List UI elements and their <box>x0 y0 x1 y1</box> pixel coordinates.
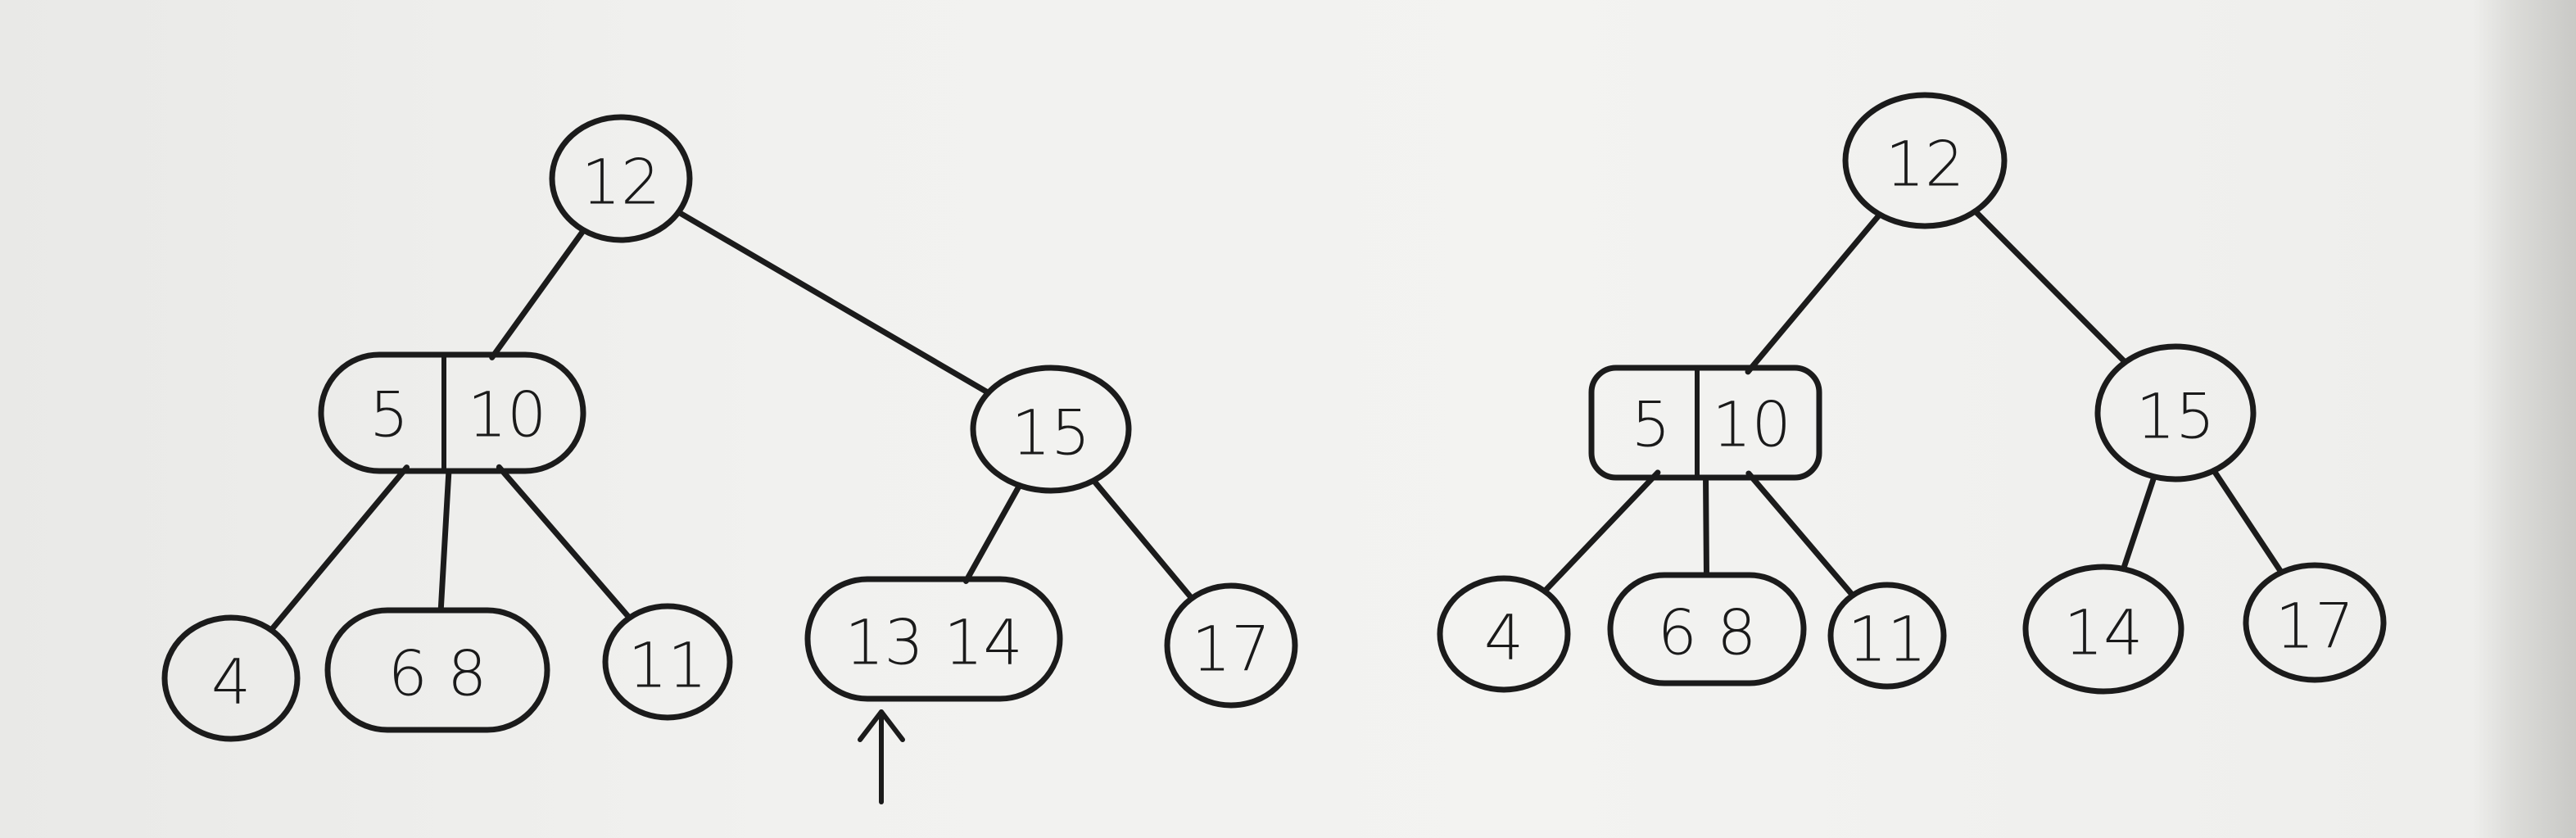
node-key: 10 <box>468 378 547 451</box>
node-leaf-5: 17 <box>1164 582 1298 709</box>
tree-2: 12 5 10 15 4 6 8 11 14 17 <box>1437 92 2387 695</box>
edge-left-to-leaf-2 <box>1703 474 1709 578</box>
node-key: 13 14 <box>844 606 1023 679</box>
node-outline <box>602 603 733 721</box>
node-key: 11 <box>628 629 708 702</box>
node-outline <box>324 607 550 733</box>
node-outline <box>1164 582 1298 709</box>
node-right: 15 <box>970 365 1132 494</box>
node-right: 15 <box>2094 343 2257 482</box>
edge-left-to-leaf-2 <box>437 468 452 614</box>
arrow-up-icon <box>858 709 905 804</box>
node-root: 12 <box>549 114 693 243</box>
edge-right-to-leaf-5 <box>1090 478 1195 601</box>
node-key: 10 <box>1712 388 1791 461</box>
tree-1: 12 5 10 15 4 6 8 11 13 14 17 <box>161 114 1298 804</box>
edge-right-to-leaf-4 <box>2120 473 2157 573</box>
node-leaf-1: 4 <box>1437 575 1571 693</box>
node-key: 17 <box>2275 590 2355 663</box>
edge-left-to-leaf-3 <box>496 464 632 621</box>
node-key: 6 8 <box>388 637 487 710</box>
node-key: 12 <box>582 146 661 219</box>
node-key: 15 <box>2136 380 2216 453</box>
node-leaf-5: 17 <box>2243 562 2387 683</box>
node-left: 5 10 <box>318 351 586 474</box>
node-left: 5 10 <box>1588 365 1822 481</box>
edge-left-to-leaf-1 <box>268 464 410 633</box>
node-key: 14 <box>2064 596 2144 669</box>
node-outline <box>1437 575 1571 693</box>
node-outline <box>2243 562 2387 683</box>
node-key: 12 <box>1886 128 1965 201</box>
node-key: 5 <box>1631 388 1670 461</box>
node-key: 15 <box>1012 396 1091 469</box>
node-root: 12 <box>1842 92 2008 229</box>
edge-right-to-leaf-5 <box>2211 467 2284 576</box>
edge-right-to-leaf-4 <box>962 482 1023 584</box>
node-leaf-1: 4 <box>161 614 301 742</box>
node-leaf-4: 13 14 <box>804 576 1063 702</box>
edge-root-to-left <box>489 227 587 360</box>
node-key: 4 <box>1484 601 1523 674</box>
node-outline <box>1607 572 1807 686</box>
node-outline <box>2094 343 2257 482</box>
node-key: 17 <box>1192 613 1271 686</box>
node-outline <box>318 351 586 474</box>
edge-left-to-leaf-3 <box>1745 470 1856 599</box>
node-leaf-4: 14 <box>2022 564 2184 695</box>
node-leaf-3: 11 <box>602 603 733 721</box>
node-outline <box>1827 582 1947 690</box>
node-outline <box>549 114 693 243</box>
edge-root-to-right <box>675 209 992 396</box>
node-outline <box>1588 365 1822 481</box>
node-leaf-3: 11 <box>1827 582 1947 690</box>
node-key: 11 <box>1848 603 1927 676</box>
node-key: 6 8 <box>1658 596 1757 669</box>
node-key: 5 <box>369 378 409 451</box>
node-outline <box>804 576 1063 702</box>
edge-root-to-left <box>1745 211 1883 375</box>
edge-root-to-right <box>1972 208 2129 365</box>
node-leaf-2: 6 8 <box>1607 572 1807 686</box>
node-outline <box>161 614 301 742</box>
node-outline <box>1842 92 2008 229</box>
node-leaf-2: 6 8 <box>324 607 550 733</box>
edge-left-to-leaf-1 <box>1542 469 1661 595</box>
node-key: 4 <box>211 645 251 718</box>
node-outline <box>970 365 1132 494</box>
node-outline <box>2022 564 2184 695</box>
